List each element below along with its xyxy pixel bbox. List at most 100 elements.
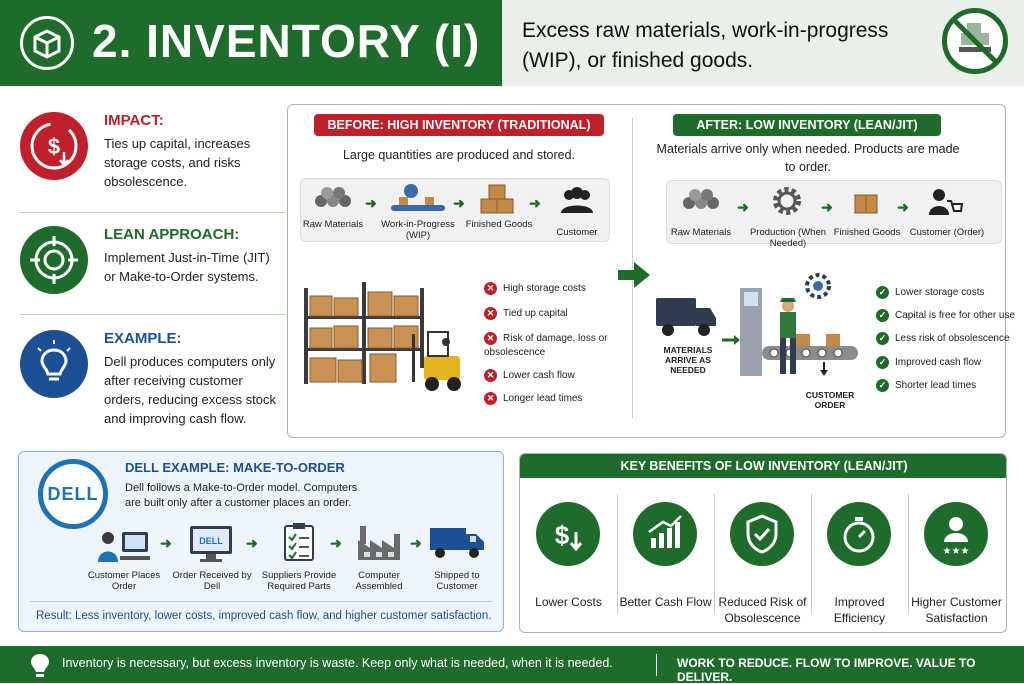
- finished-goods-icon: [854, 194, 878, 214]
- benefit-item: $ Lower Costs: [520, 484, 617, 632]
- factory-icon: [358, 526, 400, 560]
- example-section: EXAMPLE: Dell produces computers only af…: [20, 330, 282, 440]
- order-received-monitor-icon: DELL: [190, 526, 232, 562]
- jit-production-illustration: [656, 273, 858, 376]
- transition-arrow-icon: [618, 262, 650, 288]
- svg-text:$: $: [555, 520, 570, 550]
- no-inventory-icon: [942, 8, 1008, 74]
- checklist-icon: [284, 523, 314, 561]
- before-bullet: ✕Risk of damage, loss or obsolescence: [484, 332, 608, 359]
- shield-check-icon: [730, 502, 794, 566]
- before-bullet: ✕High storage costs: [484, 282, 586, 295]
- after-bullet: ✓Shorter lead times: [876, 379, 976, 392]
- check-icon: ✓: [876, 332, 889, 345]
- after-bullet: ✓Less risk of obsolescence: [876, 332, 1010, 345]
- svg-text:DELL: DELL: [199, 536, 223, 546]
- customer-cart-icon: [929, 189, 963, 215]
- arrow-icon: ➜: [160, 535, 172, 551]
- flow-label: Finished Goods: [833, 227, 901, 238]
- customer-group-icon: [561, 187, 593, 213]
- divider: [20, 212, 285, 213]
- impact-heading: IMPACT:: [104, 112, 164, 129]
- page-subtitle: Excess raw materials, work-in-progress (…: [522, 19, 889, 72]
- divider: [30, 601, 492, 602]
- divider: [811, 494, 812, 614]
- divider: [908, 494, 909, 614]
- footer-slogan: WORK TO REDUCE. FLOW TO IMPROVE. VALUE T…: [677, 656, 976, 684]
- dell-logo: DELL: [38, 459, 108, 529]
- before-bullet: ✕Tied up capital: [484, 307, 568, 320]
- before-note: Large quantities are produced and stored…: [342, 148, 576, 162]
- customer-order-label: CUSTOMER ORDER: [805, 390, 855, 410]
- divider: [20, 314, 285, 315]
- example-heading: EXAMPLE:: [104, 330, 182, 347]
- impact-section: $ IMPACT: Ties up capital, increases sto…: [20, 112, 282, 212]
- raw-materials-icon: [683, 189, 719, 209]
- gear-icon: [773, 187, 801, 215]
- svg-text:$: $: [48, 134, 60, 159]
- after-flow: ➜ ➜ ➜ Raw Materials Production (When Nee…: [666, 180, 1002, 249]
- after-bullet: ✓Capital is free for other use: [876, 309, 1015, 322]
- arrow-icon: ➜: [410, 535, 422, 551]
- impact-text: Ties up capital, increases storage costs…: [104, 136, 251, 189]
- customer-stars-icon: ★★★: [924, 502, 988, 566]
- benefit-label: Lower Costs: [535, 595, 602, 609]
- benefits-panel: KEY BENEFITS OF LOW INVENTORY (LEAN/JIT)…: [519, 453, 1007, 633]
- arrow-icon: ➜: [897, 199, 909, 215]
- flow-label: Raw Materials: [302, 219, 364, 230]
- dell-step-label: Suppliers Provide Required Parts: [261, 570, 337, 592]
- divider: [714, 494, 715, 614]
- dollar-down-icon: $: [536, 502, 600, 566]
- x-icon: ✕: [484, 392, 497, 405]
- before-label: BEFORE: HIGH INVENTORY (TRADITIONAL): [314, 114, 604, 136]
- dell-step-label: Computer Assembled: [355, 570, 403, 592]
- x-icon: ✕: [484, 332, 497, 345]
- check-icon: ✓: [876, 356, 889, 369]
- materials-arrive-label: MATERIALS ARRIVE AS NEEDED: [663, 345, 713, 375]
- wip-conveyor-icon: [391, 184, 445, 211]
- benefit-item: Reduced Risk of Obsolescence: [714, 484, 811, 632]
- lean-section: LEAN APPROACH: Implement Just-in-Time (J…: [20, 226, 282, 326]
- customer-computer-icon: [98, 532, 150, 562]
- flow-label: Finished Goods: [465, 219, 533, 230]
- arrow-icon: ➜: [365, 195, 377, 211]
- check-icon: ✓: [876, 309, 889, 322]
- footer: Inventory is necessary, but excess inven…: [0, 646, 1024, 684]
- svg-text:★★★: ★★★: [943, 546, 970, 557]
- benefits-title: KEY BENEFITS OF LOW INVENTORY (LEAN/JIT): [520, 454, 1006, 478]
- arrow-icon: ➜: [821, 199, 833, 215]
- divider: [617, 494, 618, 614]
- before-after-panel: [287, 104, 1006, 438]
- divider: [656, 654, 657, 676]
- dell-step-label: Shipped to Customer: [434, 570, 480, 592]
- lean-text: Implement Just-in-Time (JIT) or Make-to-…: [104, 250, 270, 284]
- x-icon: ✕: [484, 307, 497, 320]
- flow-label: Work-in-Progress (WIP): [381, 219, 455, 241]
- check-icon: ✓: [876, 379, 889, 392]
- flow-label: Production (When Needed): [749, 227, 827, 249]
- dell-text: Dell follows a Make-to-Order model. Comp…: [125, 482, 358, 509]
- page-title: 2. INVENTORY (I): [92, 15, 481, 67]
- before-bullet: ✕Lower cash flow: [484, 369, 575, 382]
- flow-label: Customer: [556, 227, 598, 238]
- x-icon: ✕: [484, 369, 497, 382]
- flow-label: Customer (Order): [909, 227, 985, 238]
- target-icon: [20, 226, 88, 294]
- dell-step-label: Customer Places Order: [87, 570, 161, 592]
- after-note: Materials arrive only when needed. Produ…: [656, 142, 960, 174]
- lightbulb-icon: [20, 330, 88, 398]
- warehouse-illustration: [304, 282, 461, 391]
- after-bullet: ✓Improved cash flow: [876, 356, 981, 369]
- dollar-down-icon: $: [20, 112, 88, 180]
- header-title-band: [0, 0, 502, 86]
- benefit-label: Improved Efficiency: [833, 595, 886, 625]
- arrow-icon: ➜: [737, 199, 749, 215]
- benefit-item: ★★★ Higher Customer Satisfaction: [908, 484, 1005, 632]
- box-icon: [20, 16, 74, 70]
- arrow-icon: ➜: [330, 535, 342, 551]
- after-label: AFTER: LOW INVENTORY (LEAN/JIT): [673, 114, 941, 136]
- before-flow: ➜ ➜ ➜ Raw Materials Work-in-Progress (WI…: [300, 178, 610, 242]
- stopwatch-icon: [827, 502, 891, 566]
- example-text: Dell produces computers only after recei…: [104, 354, 276, 426]
- finished-goods-icon: [480, 184, 514, 214]
